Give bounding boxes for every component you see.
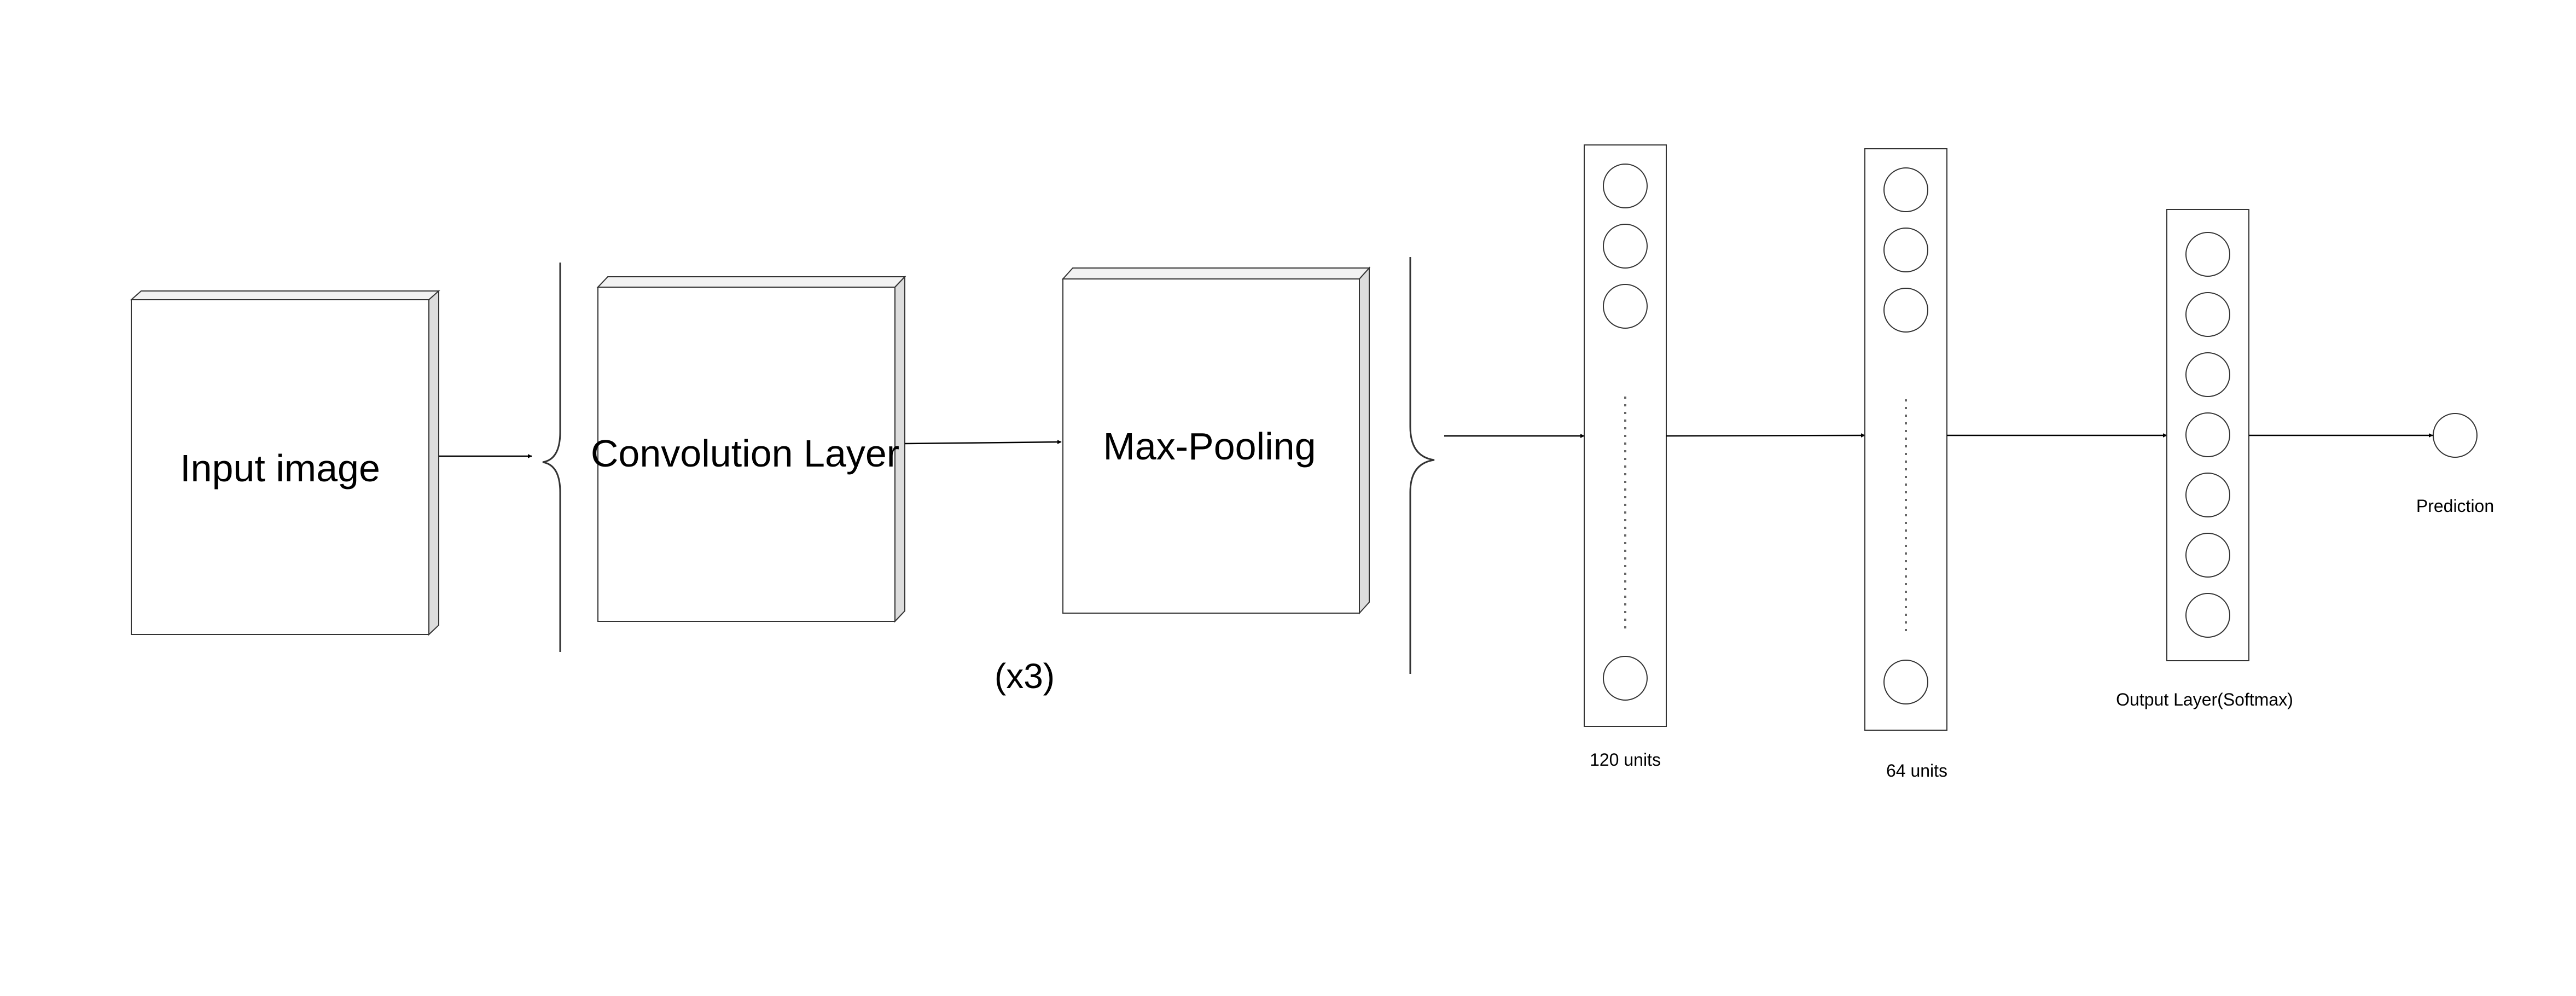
neuron xyxy=(2185,593,2230,638)
convolution-layer-block: Convolution Layer xyxy=(591,275,906,623)
arrow-conv-to-maxpool xyxy=(904,440,1062,445)
arrow-dense-120-to-64 xyxy=(1666,433,1865,438)
neuron xyxy=(1603,164,1648,208)
max-pooling-top-face xyxy=(1061,267,1371,279)
convolution-layer-label: Convolution Layer xyxy=(591,432,899,475)
input-image-front-face xyxy=(131,299,429,635)
neuron xyxy=(2185,533,2230,578)
input-image-top-face xyxy=(130,290,440,300)
neuron xyxy=(1883,288,1928,333)
neuron xyxy=(1883,167,1928,212)
neuron xyxy=(2185,232,2230,277)
prediction-neuron xyxy=(2433,413,2478,458)
neuron xyxy=(2185,352,2230,397)
prediction-label: Prediction xyxy=(2416,496,2494,516)
output-layer: Output Layer(Softmax) xyxy=(2116,209,2293,709)
neuron xyxy=(2185,473,2230,517)
dense-layer-120: 120 units xyxy=(1584,144,1667,770)
neuron xyxy=(2185,292,2230,337)
dense-layer-64: 64 units xyxy=(1864,148,1947,781)
input-image-side-face xyxy=(428,289,439,636)
max-pooling-side-face xyxy=(1359,266,1370,615)
max-pooling-front-face xyxy=(1062,278,1360,614)
repeat-count-label: (x3) xyxy=(995,656,1055,696)
dense-64-label: 64 units xyxy=(1886,761,1947,781)
neuron xyxy=(2185,412,2230,457)
neuron xyxy=(1603,656,1648,701)
left-curly-brace xyxy=(542,263,561,652)
max-pooling-block: Max-Pooling xyxy=(1061,266,1371,615)
output-layer-label: Output Layer(Softmax) xyxy=(2116,690,2293,709)
input-image-label: Input image xyxy=(180,447,380,490)
input-image-block: Input image xyxy=(130,289,440,636)
neuron xyxy=(1603,284,1648,329)
dense-120-label: 120 units xyxy=(1590,750,1661,770)
prediction-node: Prediction xyxy=(2416,413,2494,516)
neuron xyxy=(1883,228,1928,272)
right-curly-brace xyxy=(1409,257,1435,674)
neuron xyxy=(1603,224,1648,269)
neuron xyxy=(1883,660,1928,704)
convolution-front-face xyxy=(597,287,896,622)
max-pooling-label: Max-Pooling xyxy=(1103,425,1316,468)
convolution-top-face xyxy=(596,276,906,288)
